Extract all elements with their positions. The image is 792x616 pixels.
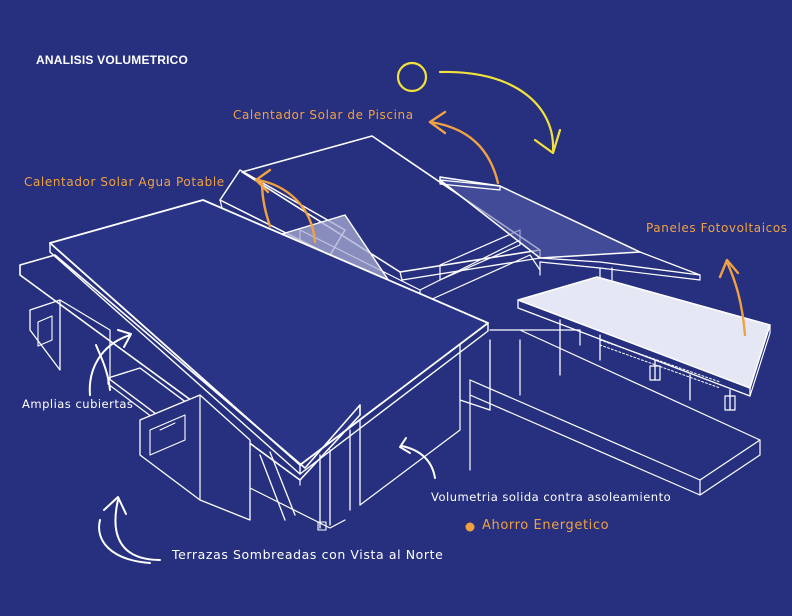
label-energy-saving: Ahorro Energetico: [482, 518, 610, 533]
arrow-water-heater: [256, 178, 317, 244]
front-box: [139, 394, 251, 521]
roof-main-front: [49, 199, 489, 466]
label-terraces: Terrazas Sombreadas con Vista al Norte: [172, 547, 444, 562]
page-title: ANALISIS VOLUMETRICO: [36, 53, 189, 67]
pv-panel: [517, 276, 771, 389]
sun-icon: [396, 61, 428, 93]
arrow-roofs: [88, 334, 131, 396]
ground-slab: [469, 329, 761, 481]
central-volume: [459, 329, 491, 411]
solar-collector-roof: [439, 176, 641, 259]
label-solid-volume: Volumetria solida contra asoleamiento: [431, 490, 672, 504]
arrow-pool-heater: [428, 120, 500, 185]
roof-lower-front: [19, 254, 361, 481]
posts: [259, 449, 331, 529]
label-pool-heater: Calentador Solar de Piscina: [233, 108, 414, 122]
arrow-solid-volume: [401, 445, 436, 479]
arrow-pv-panels: [725, 260, 747, 337]
label-pv-panels: Paneles Fotovoltaicos: [646, 221, 788, 235]
left-volume: [29, 299, 61, 371]
label-roofs: Amplias cubiertas: [22, 397, 134, 411]
label-water-heater: Calentador Solar Agua Potable: [24, 175, 225, 189]
sun-path-arrow: [438, 70, 555, 152]
energy-dot-icon: [465, 522, 475, 532]
arrow-terraces: [114, 499, 161, 561]
